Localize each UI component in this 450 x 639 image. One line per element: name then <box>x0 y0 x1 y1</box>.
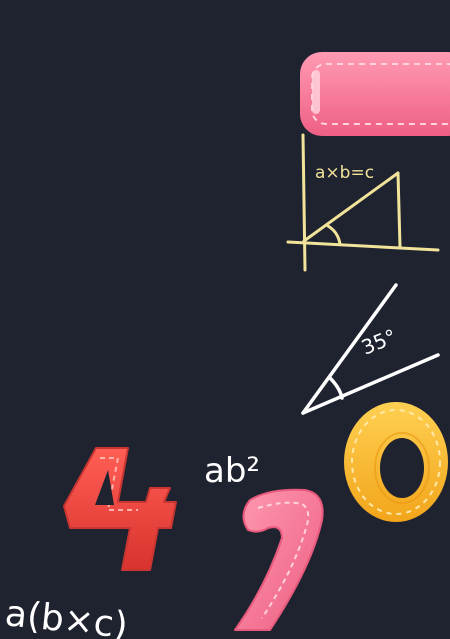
power-expression: ab² <box>204 451 260 491</box>
bracket-expression: a(b×c) <box>3 593 130 639</box>
numeral-zero: 0 <box>344 402 448 522</box>
pink-bar-shape <box>300 52 450 136</box>
numeral-seven: 7 <box>234 488 324 631</box>
angle-diagram <box>301 283 440 415</box>
triangle-diagram <box>286 133 440 272</box>
numeral-seven-label: 7 <box>270 559 271 561</box>
numeral-four: 4 <box>63 447 177 571</box>
triangle-equation: a×b=c <box>315 163 374 183</box>
